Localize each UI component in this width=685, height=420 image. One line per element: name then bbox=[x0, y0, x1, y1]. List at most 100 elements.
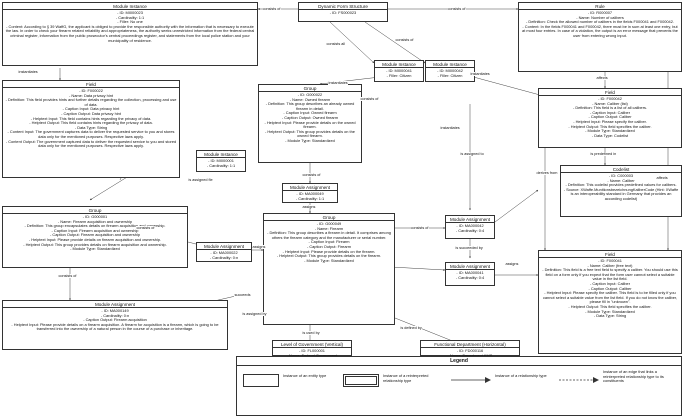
box-line: - Cardinality: 0:n bbox=[100, 312, 130, 318]
box-line: - ID: MI000042 bbox=[437, 68, 463, 73]
box-title: Module Instance bbox=[3, 3, 257, 10]
box-line: - Name: Owned firearm bbox=[289, 96, 331, 102]
box-title: Group bbox=[264, 214, 394, 221]
box-line: - Data Type: String bbox=[593, 313, 627, 319]
legend-title: Legend bbox=[237, 357, 681, 366]
box-title: Module Assignment bbox=[446, 263, 494, 270]
box-line: - Name: Number of calibers bbox=[576, 14, 624, 20]
edge-label: is assigned by bbox=[242, 312, 268, 317]
legend-relationship-label: Instance of a relationship type bbox=[495, 373, 547, 378]
box-title: Functional Department (Horizontal) bbox=[421, 341, 519, 348]
box-title: Module Instance bbox=[375, 61, 423, 68]
box-line: - ID: R000007 bbox=[587, 10, 613, 15]
functional-department: Functional Department (Horizontal) - ID:… bbox=[420, 340, 520, 359]
box-title: Field bbox=[539, 89, 681, 96]
edge-label: assigns bbox=[302, 205, 316, 210]
legend-reinterpreted-label: Instance of a reinterpreted relationship… bbox=[383, 373, 429, 383]
box-line: - Definition: This group describes an al… bbox=[265, 101, 355, 111]
box-title: Module Assignment bbox=[283, 184, 337, 191]
box-title: Group bbox=[3, 207, 187, 214]
box-line: - Name: Department KMS bbox=[423, 353, 517, 359]
edge-label: instantiates bbox=[470, 72, 491, 77]
box-title: Module Assignment bbox=[197, 243, 251, 250]
box-line: - Module Type: Standardized bbox=[285, 137, 335, 143]
box-line: - Module Type: Standardized bbox=[585, 128, 635, 134]
box-line: - ID: MI000001 bbox=[208, 158, 234, 163]
box-line: - Caption Output: Caliber bbox=[588, 114, 632, 120]
edge-label: is used by bbox=[302, 331, 321, 336]
box-line: - Content: In the fields F000041 and F00… bbox=[522, 23, 678, 38]
box-line: - Cardinality: 0:4 bbox=[455, 227, 485, 233]
edge-label: consists all bbox=[326, 42, 346, 47]
box-line: - ID: FS000023 bbox=[329, 10, 357, 15]
legend-entity-label: Instance of an entity type bbox=[283, 373, 327, 378]
edge-label: instantiates bbox=[440, 126, 461, 131]
box-line: - Caption Output: Owned firearm bbox=[281, 114, 339, 120]
field-f000041: Field - ID: F000041 - Name: Caliber (fre… bbox=[538, 250, 682, 354]
group-g000022: Group - ID: G000022 - Name: Owned firear… bbox=[258, 84, 362, 163]
legend: Legend Instance of an entity type Instan… bbox=[236, 356, 682, 416]
box-title: Group bbox=[259, 85, 361, 92]
box-line: - ID: MI000041 bbox=[386, 68, 412, 73]
box-line: - ID: FD000116 bbox=[456, 348, 484, 353]
box-line: - ID: MA000042 bbox=[456, 223, 484, 228]
edge-label: consists of bbox=[262, 7, 281, 12]
box-title: Codelist bbox=[561, 166, 681, 173]
box-title: Level of Government (Vertical) bbox=[273, 341, 351, 348]
box-line: - Module Type: Standardized bbox=[304, 257, 354, 263]
box-line: - ID: G000022 bbox=[297, 92, 323, 97]
edge-label: consists of bbox=[360, 97, 379, 102]
box-line: - Cardinality: 1:1 bbox=[295, 195, 325, 201]
box-line: - Data Type: Codelist bbox=[591, 132, 629, 138]
box-line: - Caption Output: Firearm acquisition bbox=[83, 317, 147, 323]
edge-label: is predefined in bbox=[590, 152, 617, 157]
module-assignment-ma000041: Module Assignment - ID: MA000041 - Cardi… bbox=[445, 262, 495, 286]
box-line: - ID: MA000049 bbox=[296, 191, 324, 196]
box-title: Field bbox=[3, 81, 179, 88]
box-line: - ID: G000049 bbox=[316, 221, 342, 226]
box-line: - ID: F000041 bbox=[598, 258, 622, 263]
box-line: - Caption Input: Firearm acquisition and… bbox=[51, 227, 139, 233]
edge-label: instantiates bbox=[18, 70, 39, 75]
edge-label: consists of bbox=[395, 38, 414, 43]
dynamic-form-structure: Dynamic Form Structure - ID: FS000023 bbox=[298, 2, 388, 22]
legend-relationship-arrow bbox=[451, 377, 491, 383]
box-line: - Helptext Output: This group provides d… bbox=[265, 128, 355, 139]
box-line: - Helptext Output: This field specifies … bbox=[568, 123, 652, 129]
module-assignment-ma000042: Module Assignment - ID: MA000042 - Cardi… bbox=[445, 215, 495, 239]
edge-label: is succeeded by bbox=[455, 246, 484, 251]
box-line: - ID: MA000149 bbox=[101, 308, 129, 313]
box-line: - Definition: This group describes a fir… bbox=[267, 230, 391, 240]
box-line: - Source: XWaffe.MunitionsbezeichnungKal… bbox=[563, 186, 679, 201]
box-line: - Helptext Output: This field specifies … bbox=[568, 303, 652, 309]
box-line: - Module Type: Standardized bbox=[70, 246, 120, 252]
box-line: - Caption Output: Data privacy hint bbox=[61, 110, 121, 116]
box-title: Field bbox=[539, 251, 681, 258]
box-line: - ID: MA000041 bbox=[456, 270, 484, 275]
box-line: - Name: Caliber (list) bbox=[592, 100, 628, 106]
box-title: Module Instance bbox=[426, 61, 474, 68]
box-line: - ID: C000003 bbox=[608, 173, 634, 178]
box-line: - Definition: This codelist provides pre… bbox=[565, 182, 677, 188]
legend-edge-label: Instance of an edge that links a reinter… bbox=[603, 369, 664, 383]
edge-label: consists of bbox=[410, 226, 429, 231]
box-line: - ID: FL000001 bbox=[299, 348, 325, 353]
box-line: - Caption Input: Caliber bbox=[589, 109, 630, 115]
box-line: - Cardinality: 1:1 bbox=[115, 14, 145, 20]
box-line: - Caption Input: Firearm bbox=[308, 239, 350, 245]
box-line: - Cardinality: 0:4 bbox=[455, 274, 485, 280]
legend-edge-arrow bbox=[559, 377, 599, 383]
box-line: - Content Output: The government capture… bbox=[5, 138, 177, 149]
box-line: - Filler: Citizen bbox=[386, 72, 412, 78]
box-title: Module Assignment bbox=[446, 216, 494, 223]
box-line: - Definition: This field is a free text … bbox=[542, 267, 678, 282]
box-line: - Helptext Input: Please provide details… bbox=[282, 248, 376, 254]
box-line: - ID: F000022 bbox=[79, 88, 103, 93]
box-line: - Caption Input: Owned firearm bbox=[283, 110, 337, 116]
box-line: - Cardinality: 0:n bbox=[209, 254, 239, 260]
box-line: - Helptext Output: This field contains h… bbox=[29, 120, 153, 126]
edge-label: assigns bbox=[252, 245, 266, 250]
box-line: - Cardinality: 1:1 bbox=[206, 162, 236, 168]
box-line: - Caption Output: Caliber bbox=[588, 285, 632, 291]
